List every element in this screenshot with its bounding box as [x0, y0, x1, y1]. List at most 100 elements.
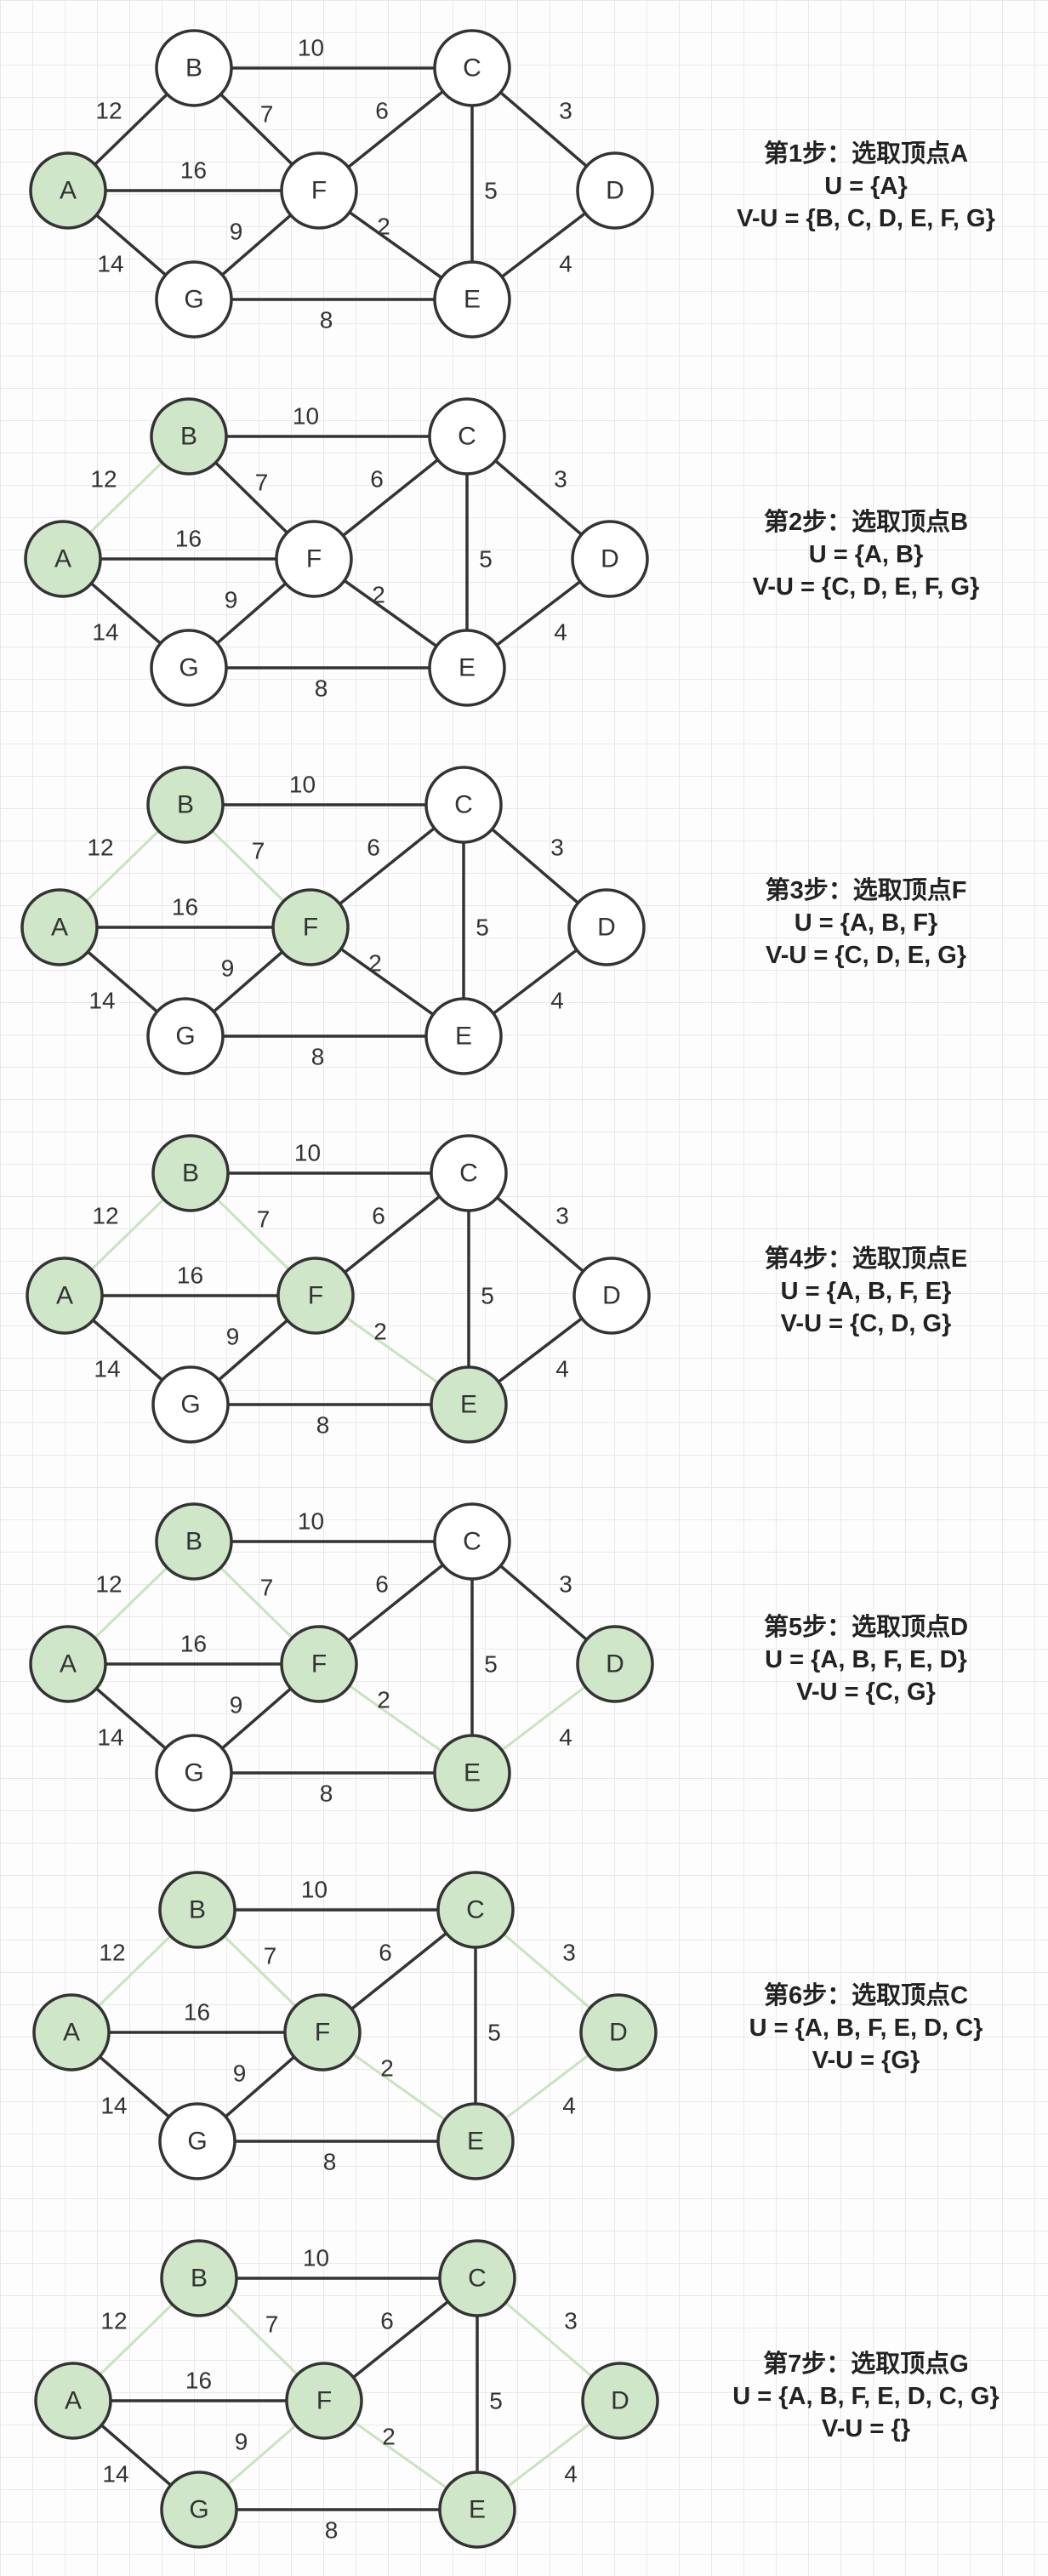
edge-weight-G-E: 8	[325, 2517, 339, 2544]
node-B-circle	[155, 29, 233, 107]
edge-weight-C-F: 6	[380, 2308, 394, 2334]
node-E-circle	[433, 1734, 511, 1812]
node-C-label: C	[459, 1160, 478, 1188]
edge-weight-A-B: 12	[99, 1940, 125, 1966]
edge-weight-B-F: 7	[255, 470, 269, 496]
node-B-circle	[155, 1502, 233, 1581]
step-7-u-set: U = {A, B, F, E, D, C, G}	[732, 2383, 999, 2410]
node-G-label: G	[184, 1759, 203, 1787]
node-F-label: F	[311, 1650, 327, 1678]
node-C-label: C	[463, 54, 481, 83]
node-F-circle	[283, 1993, 362, 2072]
node-D-label: D	[606, 1650, 624, 1678]
edge-weight-C-E: 5	[489, 2388, 503, 2414]
step-2-v-minus-u-set: V-U = {C, D, E, F, G}	[753, 573, 980, 601]
step-6-title: 第6步：选取顶点C	[764, 1980, 968, 2009]
node-D-circle	[571, 520, 649, 598]
edge-weight-G-E: 8	[320, 307, 333, 333]
node-G-circle	[158, 2102, 236, 2180]
step-7-v-minus-u-set: V-U = {}	[822, 2415, 910, 2442]
edge-weight-B-F: 7	[264, 1943, 277, 1969]
edge-weight-F-G: 9	[233, 2060, 247, 2087]
node-F-circle	[285, 2362, 363, 2440]
step-4-v-minus-u-set: V-U = {C, D, G}	[781, 1310, 952, 1337]
edge-weight-D-E: 4	[562, 2093, 576, 2119]
edge-weight-A-B: 12	[95, 1571, 122, 1598]
step-2-u-set: U = {A, B}	[809, 541, 924, 568]
node-F-label: F	[316, 2387, 332, 2415]
node-C-circle	[430, 1134, 508, 1212]
step-4-u-set: U = {A, B, F, E}	[781, 1278, 952, 1305]
node-B-label: B	[180, 423, 197, 451]
step-1-v-minus-u-set: V-U = {B, C, D, E, F, G}	[737, 205, 995, 232]
edge-weight-F-E: 2	[382, 2424, 396, 2450]
edge-weight-G-E: 8	[320, 1781, 333, 1807]
node-A-circle	[20, 888, 99, 966]
node-G-label: G	[179, 654, 198, 682]
node-A-circle	[34, 2362, 112, 2440]
edge-weight-B-C: 10	[294, 1140, 321, 1166]
edge-weight-B-C: 10	[301, 1877, 328, 1903]
node-A-label: A	[56, 1282, 73, 1310]
node-E-label: E	[464, 286, 481, 314]
edge-weight-B-F: 7	[260, 101, 274, 128]
edge-weight-A-G: 14	[100, 2093, 127, 2119]
edge-weight-C-E: 5	[484, 1651, 498, 1678]
edge-weight-A-G: 14	[97, 251, 123, 277]
node-D-circle	[576, 151, 654, 230]
node-E-circle	[438, 2471, 516, 2549]
edge-weight-D-E: 4	[555, 1356, 569, 1382]
node-B-circle	[150, 397, 228, 476]
node-B-label: B	[182, 1160, 199, 1188]
node-C-circle	[438, 2239, 516, 2317]
node-A-circle	[24, 520, 102, 598]
node-E-circle	[433, 260, 511, 339]
edge-weight-C-D: 3	[550, 835, 564, 861]
edge-weight-C-D: 3	[564, 2308, 578, 2334]
edge-weight-C-D: 3	[562, 1940, 576, 1966]
edge-weight-A-F: 16	[175, 526, 202, 552]
node-D-label: D	[606, 177, 624, 205]
node-D-circle	[581, 2362, 659, 2440]
edge-weight-C-E: 5	[484, 178, 498, 204]
node-B-label: B	[191, 2265, 208, 2293]
edge-weight-F-G: 9	[230, 1692, 243, 1718]
node-F-circle	[276, 1257, 355, 1335]
node-B-label: B	[177, 791, 194, 819]
node-A-circle	[29, 1625, 107, 1703]
edge-weight-A-G: 14	[94, 1356, 120, 1382]
edge-weight-A-B: 12	[87, 835, 113, 861]
edge-weight-D-E: 4	[554, 619, 567, 646]
node-F-circle	[280, 151, 358, 230]
node-F-label: F	[315, 2019, 330, 2047]
node-E-circle	[430, 1365, 508, 1444]
node-E-circle	[428, 629, 506, 707]
edge-weight-F-G: 9	[230, 219, 243, 245]
edge-weight-F-G: 9	[226, 1324, 240, 1350]
step-1-u-set: U = {A}	[824, 173, 908, 200]
node-A-circle	[29, 151, 107, 230]
edge-weight-A-F: 16	[172, 894, 198, 920]
node-A-label: A	[54, 545, 71, 573]
edge-weight-G-E: 8	[315, 675, 328, 702]
edge-weight-A-F: 16	[180, 1631, 207, 1657]
node-E-circle	[424, 997, 503, 1075]
edge-weight-F-G: 9	[225, 587, 238, 613]
node-G-circle	[150, 629, 228, 707]
node-C-label: C	[468, 2265, 487, 2293]
node-A-circle	[32, 1993, 111, 2072]
node-A-label: A	[51, 914, 68, 942]
step-5-u-set: U = {A, B, F, E, D}	[765, 1646, 967, 1673]
edge-weight-F-E: 2	[380, 2055, 394, 2082]
edge-weight-B-C: 10	[298, 35, 324, 61]
edge-weight-C-D: 3	[559, 1571, 572, 1598]
node-C-circle	[424, 766, 503, 844]
node-D-circle	[572, 1257, 651, 1335]
node-G-circle	[160, 2471, 238, 2549]
